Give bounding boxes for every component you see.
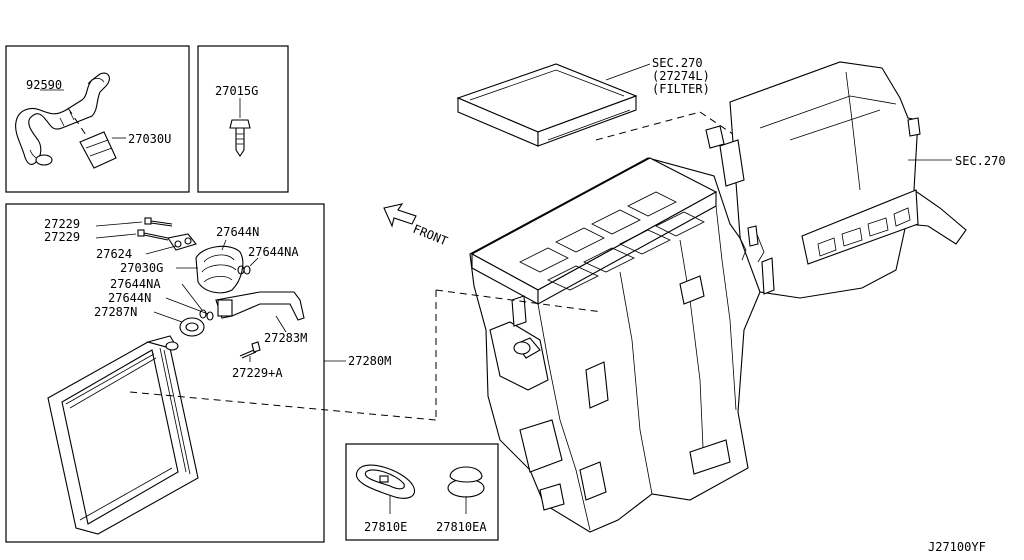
label-27644NA-right: 27644NA bbox=[248, 245, 299, 259]
label-27624: 27624 bbox=[96, 247, 132, 261]
insulator-27030G-part bbox=[195, 245, 244, 294]
label-front: FRONT bbox=[411, 222, 450, 249]
pad-27030U-part bbox=[79, 131, 117, 169]
inset-hose-box bbox=[5, 45, 190, 193]
grommet-27810EA-part bbox=[447, 466, 485, 514]
label-27030U: 27030U bbox=[128, 132, 171, 146]
grommet-27810E-part bbox=[355, 464, 416, 514]
label-27287N: 27287N bbox=[94, 305, 137, 319]
label-27229-a: 27229 bbox=[44, 217, 80, 231]
label-27644N-left: 27644N bbox=[108, 291, 151, 305]
heater-unit-assembly bbox=[469, 61, 967, 533]
label-27030G: 27030G bbox=[120, 261, 163, 275]
label-27229A: 27229+A bbox=[232, 366, 283, 380]
gasket-27287N-part bbox=[179, 317, 205, 337]
bolt-27015G-part bbox=[229, 98, 251, 157]
label-27015G: 27015G bbox=[215, 84, 258, 98]
label-sec270-filter-1: SEC.270 bbox=[652, 56, 703, 70]
o-ring-parts bbox=[199, 265, 251, 321]
label-27283M: 27283M bbox=[264, 331, 307, 345]
label-sec270-filter-3: (FILTER) bbox=[652, 82, 710, 96]
label-27280M: 27280M bbox=[348, 354, 391, 368]
label-27644NA-left: 27644NA bbox=[110, 277, 161, 291]
front-arrow-icon bbox=[383, 203, 417, 228]
evaporator-core-part bbox=[47, 335, 199, 535]
label-27810E: 27810E bbox=[364, 520, 407, 534]
label-27229-b: 27229 bbox=[44, 230, 80, 244]
label-27810EA: 27810EA bbox=[436, 520, 487, 534]
bolt-27229-parts bbox=[137, 217, 173, 241]
label-sec270-filter-2: (27274L) bbox=[652, 69, 710, 83]
inset-evaporator-box bbox=[5, 203, 437, 543]
inset-bolt-box bbox=[197, 45, 289, 193]
label-sec270-right: SEC.270 bbox=[955, 154, 1006, 168]
hose-92590-part bbox=[15, 72, 110, 166]
diagram-id-label: J27100YF bbox=[928, 540, 986, 554]
pipe-27283M-part bbox=[215, 291, 305, 321]
label-27644N-top: 27644N bbox=[216, 225, 259, 239]
inset-grommet-box bbox=[345, 443, 499, 541]
valve-27624-part bbox=[167, 233, 197, 251]
cabin-filter-part bbox=[456, 63, 638, 147]
label-92590: 92590 bbox=[26, 78, 62, 92]
bolt-27229A-part bbox=[239, 341, 261, 359]
